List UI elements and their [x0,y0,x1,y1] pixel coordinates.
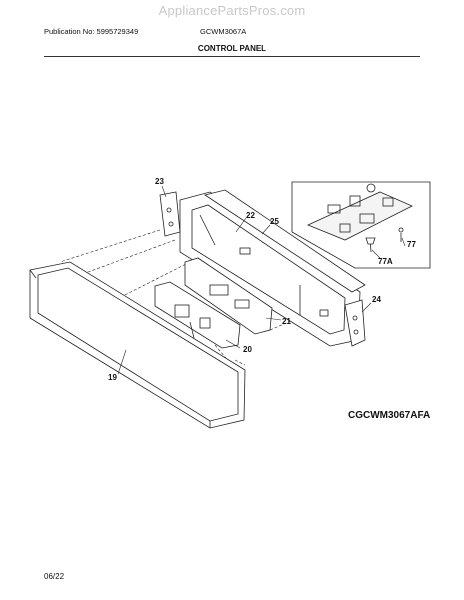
callout-21: 21 [282,317,291,326]
figure-code: CGCWM3067AFA [348,410,431,421]
header-rule [44,56,420,57]
assembly-guide-lines [59,229,341,376]
part-19-control-panel-trim [29,261,246,429]
part-24-right-bracket [344,299,366,347]
callout-25: 25 [270,217,279,226]
watermark: AppliancePartsPros.com [158,3,306,18]
part-25-overlay-strip [204,189,366,293]
part-21-board-holder [184,257,273,335]
publication-number: Publication No: 5995729349 [44,27,139,36]
callout-77: 77 [407,240,416,249]
callout-leaders [117,185,406,375]
callout-24: 24 [372,295,381,304]
section-title: CONTROL PANEL [197,44,267,53]
part-20-control-board [154,281,241,349]
callout-23: 23 [155,177,164,186]
inset-detail-box [291,181,431,269]
model-number: GCWM3067A [200,27,247,36]
callout-22: 22 [246,211,255,220]
footer-date: 06/22 [44,572,65,581]
callout-77a: 77A [378,257,393,266]
callout-19: 19 [108,373,117,382]
part-23-left-bracket [159,191,181,237]
callout-20: 20 [243,345,252,354]
